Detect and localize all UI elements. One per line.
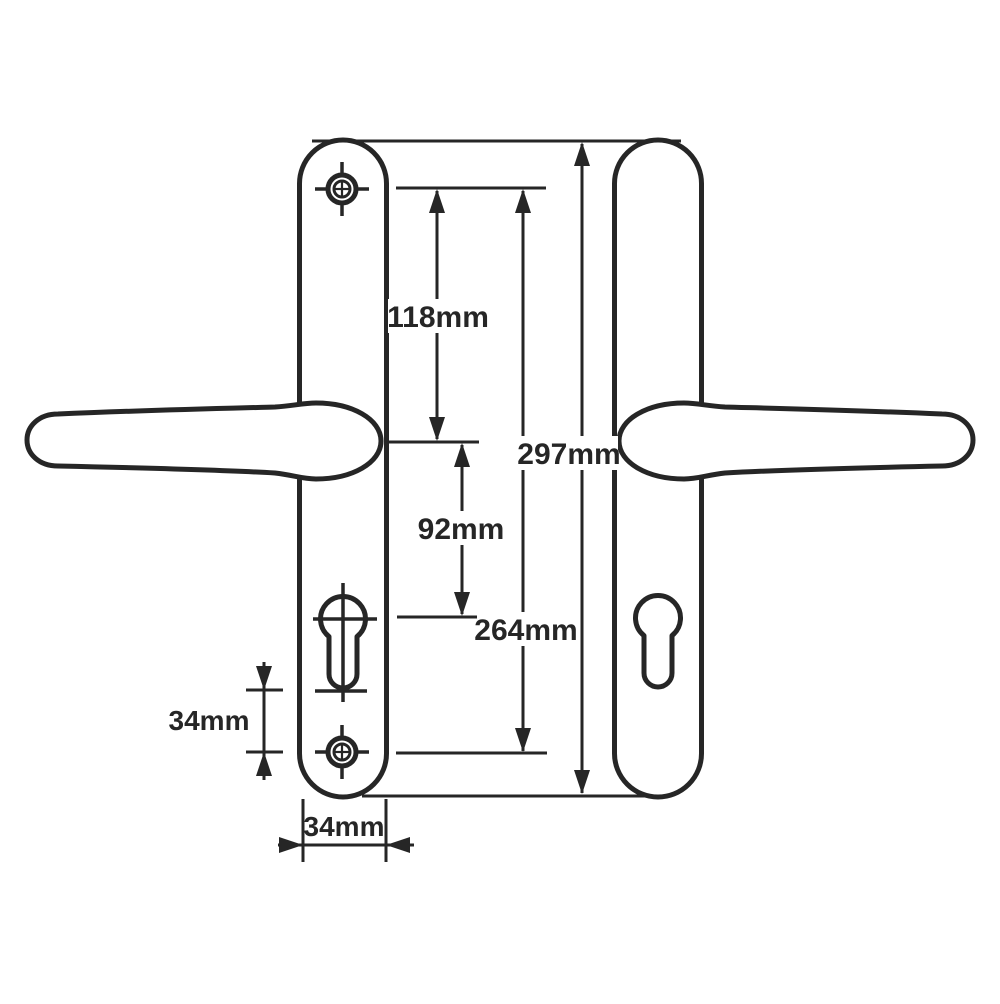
arrowhead-up — [429, 189, 445, 213]
dimension-label-34mm-horizontal: 34mm — [304, 811, 385, 842]
arrowhead-down — [429, 417, 445, 441]
arrowhead-down — [454, 592, 470, 616]
dimension-label-264mm: 264mm — [474, 614, 577, 647]
dimension-34mm-vertical — [246, 662, 283, 780]
right-handle-lever — [616, 400, 976, 482]
label-bg-118 — [388, 299, 488, 333]
label-bg-264 — [477, 612, 575, 646]
dimension-label-34mm-vertical: 34mm — [169, 705, 250, 736]
arrowhead-up — [454, 443, 470, 467]
arrowhead-up — [515, 189, 531, 213]
label-bg-92 — [419, 511, 504, 545]
euro-cylinder-keyhole-right — [633, 593, 683, 690]
arrowhead-left — [386, 837, 410, 853]
screw-hole-top — [315, 162, 369, 216]
dimension-label-92mm: 92mm — [418, 513, 505, 546]
arrowhead-down — [574, 770, 590, 794]
arrowhead-down — [515, 728, 531, 752]
dimension-264mm — [515, 189, 531, 752]
keyhole-crosshair — [313, 583, 377, 702]
label-bg-297 — [520, 436, 618, 470]
dimension-label-297mm: 297mm — [517, 438, 620, 471]
dimension-34mm-horizontal — [278, 799, 414, 862]
screw-hole-bottom — [315, 725, 369, 779]
arrowhead-up — [256, 752, 272, 776]
dimension-label-118mm: 118mm — [387, 301, 489, 334]
arrowhead-down — [256, 666, 272, 690]
arrowhead-right — [279, 837, 303, 853]
left-handle-lever — [24, 400, 384, 482]
arrowhead-up — [574, 142, 590, 166]
